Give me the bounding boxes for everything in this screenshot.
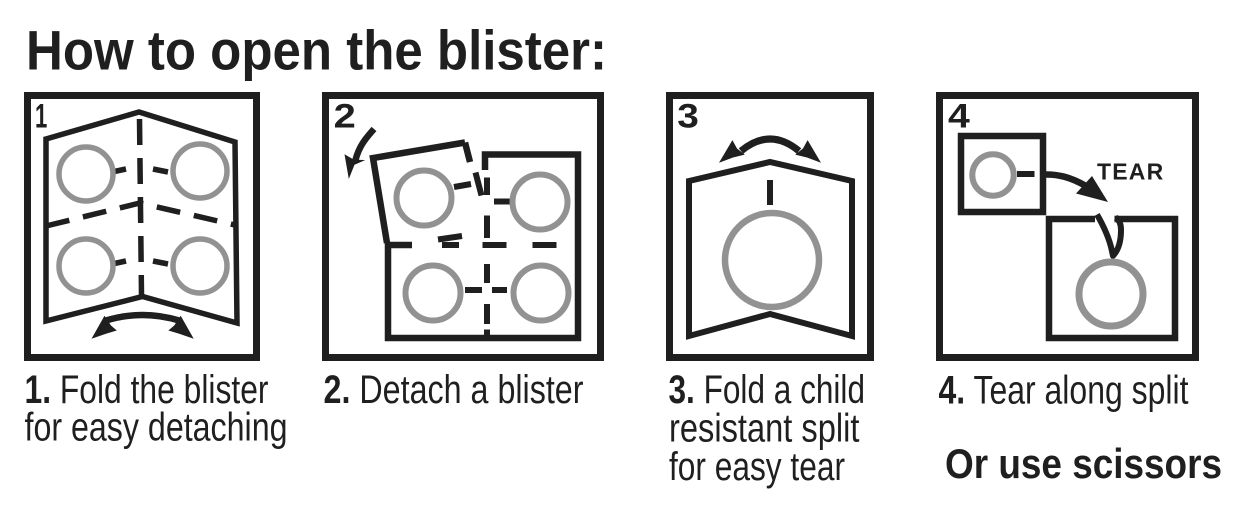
svg-text:4: 4 — [948, 98, 970, 136]
svg-text:1: 1 — [35, 98, 47, 136]
svg-text:How to open the blister:: How to open the blister: — [26, 18, 607, 81]
svg-text:3. Fold a child: 3. Fold a child — [669, 368, 866, 412]
svg-text:2. Detach a blister: 2. Detach a blister — [324, 368, 584, 412]
svg-text:for easy tear: for easy tear — [669, 445, 845, 489]
svg-text:Or use scissors: Or use scissors — [945, 440, 1222, 487]
svg-text:2: 2 — [334, 98, 356, 136]
svg-text:TEAR: TEAR — [1097, 159, 1164, 185]
svg-text:resistant split: resistant split — [669, 406, 860, 450]
svg-text:1. Fold the blister: 1. Fold the blister — [25, 368, 269, 412]
svg-text:4. Tear along split: 4. Tear along split — [939, 369, 1189, 413]
svg-text:3: 3 — [677, 98, 699, 136]
svg-text:for easy detaching: for easy detaching — [25, 406, 288, 450]
